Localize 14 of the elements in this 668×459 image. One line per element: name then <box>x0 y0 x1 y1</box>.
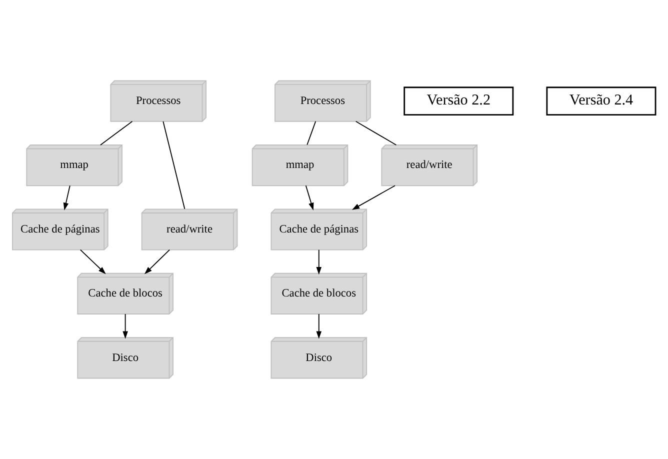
node-box: Versão 2.4 <box>546 86 656 116</box>
connector <box>306 120 316 146</box>
arrow <box>63 185 70 210</box>
arrow <box>352 185 396 210</box>
connector <box>355 120 397 146</box>
arrow <box>122 314 128 339</box>
arrow <box>316 314 322 339</box>
arrow <box>305 185 314 210</box>
node-box: Versão 2.2 <box>404 86 514 116</box>
arrow <box>80 249 106 274</box>
connector <box>100 120 133 146</box>
connector <box>162 121 186 210</box>
arrow <box>316 249 322 275</box>
arrow <box>144 249 170 274</box>
